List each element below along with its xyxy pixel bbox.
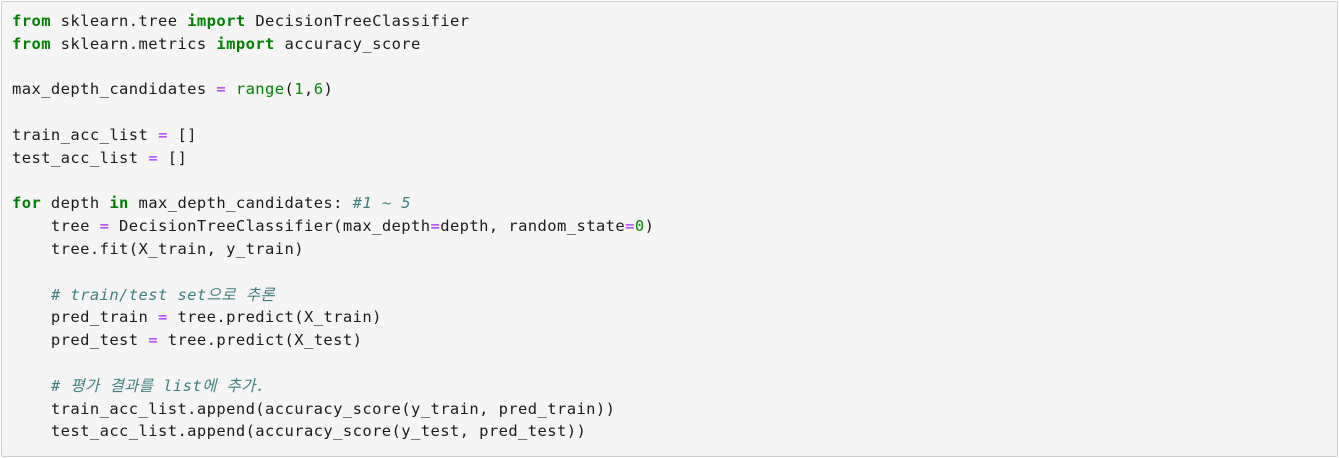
- code-line: test_acc_list.append(accuracy_score(y_te…: [12, 420, 1327, 443]
- code-token: (: [284, 80, 295, 99]
- code-token: tree.predict(X_train): [167, 308, 382, 327]
- code-line: test_acc_list = []: [12, 147, 1327, 170]
- code-token: max_depth_candidates:: [128, 194, 353, 213]
- code-token: []: [157, 148, 188, 167]
- code-line: pred_train = tree.predict(X_train): [12, 306, 1327, 329]
- code-token: sklearn.tree: [50, 12, 188, 30]
- code-token: depth, random_state: [440, 217, 626, 236]
- code-token: ,: [303, 80, 314, 99]
- code-line: from sklearn.metrics import accuracy_sco…: [12, 33, 1327, 56]
- code-token: ): [323, 80, 334, 99]
- code-token: # train/test set으로 추론: [50, 285, 276, 304]
- code-editor[interactable]: from sklearn.tree import DecisionTreeCla…: [2, 2, 1337, 451]
- code-token: tree: [12, 217, 100, 236]
- code-token: test_acc_list: [12, 148, 149, 167]
- code-token: pred_test: [12, 331, 149, 350]
- code-token: train_acc_list.append(accuracy_score(y_t…: [12, 399, 616, 418]
- code-line: tree.fit(X_train, y_train): [12, 238, 1327, 261]
- code-line: [12, 101, 1327, 124]
- code-token: from: [12, 34, 51, 53]
- code-line: for depth in max_depth_candidates: #1 ~ …: [12, 192, 1327, 215]
- code-line: tree = DecisionTreeClassifier(max_depth=…: [12, 215, 1327, 238]
- code-token: import: [216, 34, 275, 53]
- code-token: DecisionTreeClassifier(max_depth: [109, 217, 431, 236]
- code-token: 0: [634, 217, 645, 236]
- code-token: ): [644, 217, 655, 236]
- code-token: in: [109, 194, 129, 213]
- code-token: import: [187, 12, 246, 30]
- code-token: 1: [294, 80, 304, 99]
- code-token: =: [148, 148, 158, 167]
- code-token: sklearn.metrics: [50, 34, 217, 53]
- code-token: [226, 80, 236, 98]
- code-token: [12, 377, 51, 395]
- code-token: depth: [41, 194, 110, 213]
- code-line: [12, 56, 1327, 79]
- code-line: pred_test = tree.predict(X_test): [12, 329, 1327, 352]
- code-token: [12, 286, 51, 304]
- code-token: =: [430, 217, 441, 236]
- code-line: [12, 261, 1327, 284]
- code-token: tree.fit(X_train, y_train): [12, 239, 304, 258]
- code-line: max_depth_candidates = range(1,6): [12, 78, 1327, 101]
- code-line: train_acc_list.append(accuracy_score(y_t…: [12, 398, 1327, 421]
- code-token: from: [12, 12, 51, 30]
- code-token: # 평가 결과를 list에 추가.: [50, 376, 266, 395]
- code-line: # train/test set으로 추론: [12, 284, 1327, 307]
- code-token: pred_train: [12, 308, 158, 327]
- code-token: max_depth_candidates: [12, 80, 217, 99]
- code-token: =: [148, 331, 158, 350]
- code-line: [12, 170, 1327, 193]
- code-token: =: [216, 80, 227, 99]
- code-token: range: [235, 80, 285, 99]
- code-token: =: [157, 125, 168, 144]
- code-token: for: [12, 194, 42, 213]
- code-token: test_acc_list.append(accuracy_score(y_te…: [12, 422, 587, 441]
- code-token: accuracy_score: [274, 34, 421, 53]
- code-line: # 평가 결과를 list에 추가.: [12, 375, 1327, 398]
- code-token: 6: [313, 80, 324, 99]
- code-token: tree.predict(X_test): [157, 331, 363, 350]
- code-token: =: [157, 308, 168, 327]
- code-line: [12, 352, 1327, 375]
- code-token: []: [167, 125, 197, 144]
- code-token: train_acc_list: [12, 125, 158, 144]
- code-token: =: [99, 217, 110, 236]
- code-token: =: [625, 217, 635, 236]
- code-line: train_acc_list = []: [12, 124, 1327, 147]
- code-token: #1 ~ 5: [352, 194, 412, 213]
- code-token: DecisionTreeClassifier: [245, 12, 470, 30]
- code-line: from sklearn.tree import DecisionTreeCla…: [12, 10, 1327, 33]
